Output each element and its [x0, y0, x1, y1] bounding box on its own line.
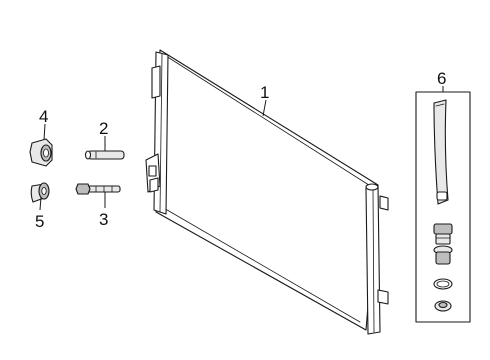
callout-labels: 1 2 3 4 5 6 [35, 69, 446, 231]
leader-lines [39, 86, 444, 211]
part-3-bolt [75, 183, 121, 195]
callout-1: 1 [260, 83, 269, 102]
callout-6: 6 [437, 69, 446, 88]
callout-4: 4 [39, 107, 48, 126]
part-2-pin [84, 150, 125, 160]
callout-5: 5 [35, 212, 44, 231]
leader-4 [43, 123, 46, 141]
condenser-assembly [145, 49, 389, 335]
part-6-drier-kit [415, 91, 471, 323]
callout-2: 2 [99, 119, 108, 138]
callout-3: 3 [99, 210, 108, 229]
part-5-grommet [30, 182, 50, 203]
leader-1 [262, 99, 267, 117]
leader-5 [39, 196, 42, 211]
part-4-nut [29, 138, 53, 167]
